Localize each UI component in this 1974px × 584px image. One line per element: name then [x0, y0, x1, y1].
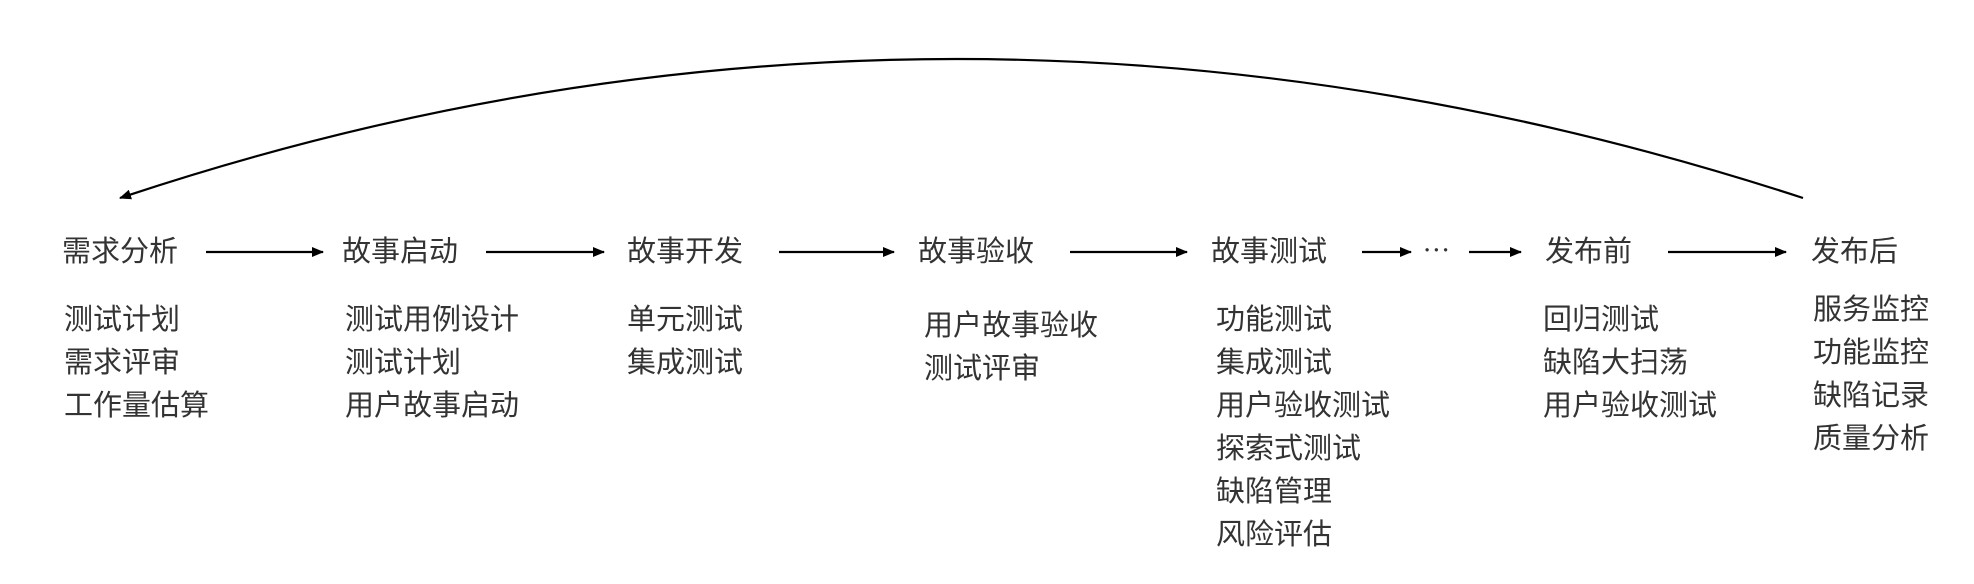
stage-item: 缺陷管理 [1216, 474, 1333, 508]
stage-item: 测试用例设计 [345, 302, 520, 336]
stage-item: 回归测试 [1543, 302, 1660, 336]
feedback-loop-arrow [119, 57, 1804, 200]
stage-title-pre-release: 发布前 [1545, 234, 1633, 268]
stage-items-story-development: 单元测试 集成测试 [627, 298, 743, 384]
stage-item: 服务监控 [1813, 292, 1930, 326]
stage-items-pre-release: 回归测试 缺陷大扫荡 用户验收测试 [1543, 298, 1717, 427]
stage-item: 工作量估算 [64, 388, 210, 422]
stage-item: 缺陷记录 [1813, 378, 1930, 412]
stage-item: 集成测试 [1216, 345, 1333, 379]
stage-item: 需求评审 [64, 345, 181, 379]
ellipsis-more-stages: ··· [1423, 236, 1451, 266]
stage-item: 质量分析 [1813, 421, 1930, 455]
stage-items-story-testing: 功能测试 集成测试 用户验收测试 探索式测试 缺陷管理 风险评估 [1216, 298, 1390, 556]
stage-item: 用户故事验收 [924, 308, 1099, 342]
stage-item: 单元测试 [627, 302, 744, 336]
stage-items-post-release: 服务监控 功能监控 缺陷记录 质量分析 [1813, 288, 1929, 460]
stage-title-story-acceptance: 故事验收 [918, 234, 1035, 268]
stage-item: 测试计划 [64, 302, 181, 336]
stage-title-story-testing: 故事测试 [1211, 234, 1328, 268]
stage-title-story-development: 故事开发 [627, 234, 744, 268]
stage-item: 测试评审 [924, 351, 1041, 385]
stage-item: 测试计划 [345, 345, 462, 379]
stage-title-story-kickoff: 故事启动 [342, 234, 459, 268]
stage-item: 用户验收测试 [1216, 388, 1391, 422]
stage-item: 缺陷大扫荡 [1543, 345, 1689, 379]
stage-item: 探索式测试 [1216, 431, 1362, 465]
stage-items-story-acceptance: 用户故事验收 测试评审 [924, 304, 1098, 390]
stage-item: 功能测试 [1216, 302, 1333, 336]
stage-item: 风险评估 [1216, 517, 1333, 551]
stage-item: 用户故事启动 [345, 388, 520, 422]
stage-items-requirements-analysis: 测试计划 需求评审 工作量估算 [64, 298, 209, 427]
stage-items-story-kickoff: 测试用例设计 测试计划 用户故事启动 [345, 298, 519, 427]
stage-title-requirements-analysis: 需求分析 [62, 234, 179, 268]
stage-title-post-release: 发布后 [1811, 234, 1899, 268]
stage-item: 集成测试 [627, 345, 744, 379]
stage-item: 功能监控 [1813, 335, 1930, 369]
stage-item: 用户验收测试 [1543, 388, 1718, 422]
